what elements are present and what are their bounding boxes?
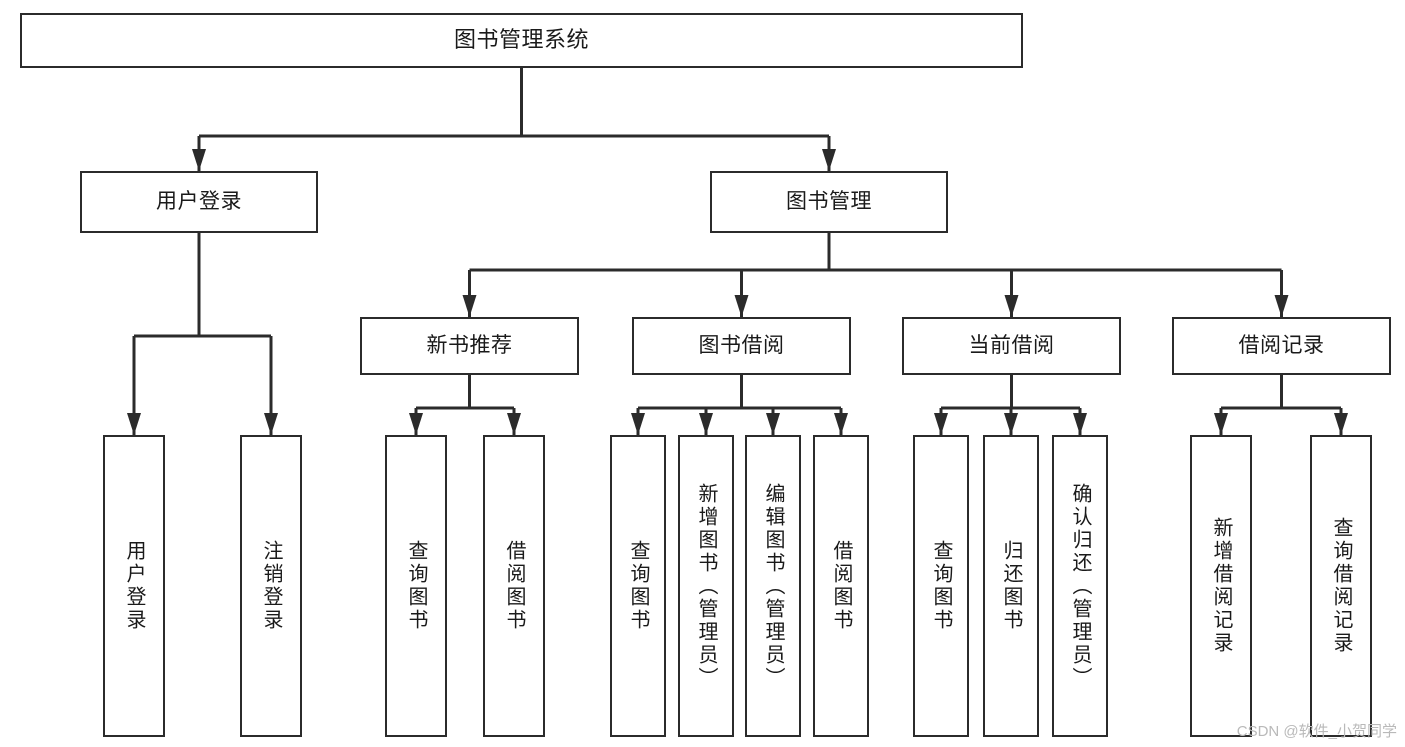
node-label-l-logout: 注销登录 <box>260 540 282 632</box>
arrow-head-l-logout <box>264 413 278 435</box>
arrow-head-records <box>1274 295 1289 317</box>
node-label-l-add: 新增图书（管理员） <box>695 482 717 690</box>
node-label-l-queryrec: 查询借阅记录 <box>1330 517 1352 655</box>
arrow-head-l-query1 <box>409 413 423 435</box>
arrow-head-l-return <box>1004 413 1018 435</box>
node-label-l-addrec: 新增借阅记录 <box>1210 517 1232 655</box>
node-box-l-edit[interactable]: 编辑图书（管理员） <box>745 435 801 737</box>
node-label-records: 借阅记录 <box>1238 334 1325 358</box>
node-label-l-borrow1: 借阅图书 <box>503 540 525 632</box>
node-label-borrow: 图书借阅 <box>698 334 785 358</box>
node-box-l-borrow1[interactable]: 借阅图书 <box>483 435 545 737</box>
node-label-l-query2: 查询图书 <box>627 540 649 632</box>
node-label-bookmgmt: 图书管理 <box>786 190 872 214</box>
arrow-head-l-query2 <box>631 413 645 435</box>
arrow-head-l-login <box>127 413 141 435</box>
node-box-login[interactable]: 用户登录 <box>80 171 318 233</box>
node-box-root[interactable]: 图书管理系统 <box>20 13 1023 68</box>
node-box-l-query3[interactable]: 查询图书 <box>913 435 969 737</box>
arrow-head-l-borrow1 <box>507 413 521 435</box>
node-box-borrow[interactable]: 图书借阅 <box>632 317 851 375</box>
node-label-root: 图书管理系统 <box>453 27 589 53</box>
node-box-records[interactable]: 借阅记录 <box>1172 317 1391 375</box>
arrow-head-l-query3 <box>934 413 948 435</box>
node-box-l-query1[interactable]: 查询图书 <box>385 435 447 737</box>
arrow-head-borrow <box>734 295 749 317</box>
node-box-l-borrow2[interactable]: 借阅图书 <box>813 435 869 737</box>
node-label-l-query3: 查询图书 <box>930 540 952 632</box>
node-box-l-logout[interactable]: 注销登录 <box>240 435 302 737</box>
node-label-login: 用户登录 <box>156 190 242 214</box>
node-box-l-login[interactable]: 用户登录 <box>103 435 165 737</box>
arrow-head-l-add <box>699 413 713 435</box>
node-box-l-addrec[interactable]: 新增借阅记录 <box>1190 435 1252 737</box>
node-box-l-return[interactable]: 归还图书 <box>983 435 1039 737</box>
node-box-l-queryrec[interactable]: 查询借阅记录 <box>1310 435 1372 737</box>
arrow-head-newbook <box>462 295 477 317</box>
node-label-l-borrow2: 借阅图书 <box>830 540 852 632</box>
arrow-head-bookmgmt <box>822 149 836 171</box>
arrow-head-l-queryrec <box>1334 413 1348 435</box>
node-label-l-query1: 查询图书 <box>405 540 427 632</box>
node-label-l-confirm: 确认归还（管理员） <box>1069 482 1091 690</box>
arrow-head-current <box>1004 295 1019 317</box>
node-label-current: 当前借阅 <box>968 334 1055 358</box>
node-box-l-query2[interactable]: 查询图书 <box>610 435 666 737</box>
arrow-head-l-edit <box>766 413 780 435</box>
node-label-newbook: 新书推荐 <box>426 334 513 358</box>
node-label-l-login: 用户登录 <box>123 540 145 632</box>
node-box-bookmgmt[interactable]: 图书管理 <box>710 171 948 233</box>
arrow-head-l-borrow2 <box>834 413 848 435</box>
node-box-l-confirm[interactable]: 确认归还（管理员） <box>1052 435 1108 737</box>
node-label-l-return: 归还图书 <box>1000 540 1022 632</box>
arrow-head-l-addrec <box>1214 413 1228 435</box>
arrow-head-login <box>192 149 206 171</box>
node-box-current[interactable]: 当前借阅 <box>902 317 1121 375</box>
arrow-head-l-confirm <box>1073 413 1087 435</box>
watermark-label: CSDN @软件_小贺同学 <box>1236 723 1397 740</box>
node-label-l-edit: 编辑图书（管理员） <box>762 482 784 690</box>
node-box-newbook[interactable]: 新书推荐 <box>360 317 579 375</box>
node-box-l-add[interactable]: 新增图书（管理员） <box>678 435 734 737</box>
